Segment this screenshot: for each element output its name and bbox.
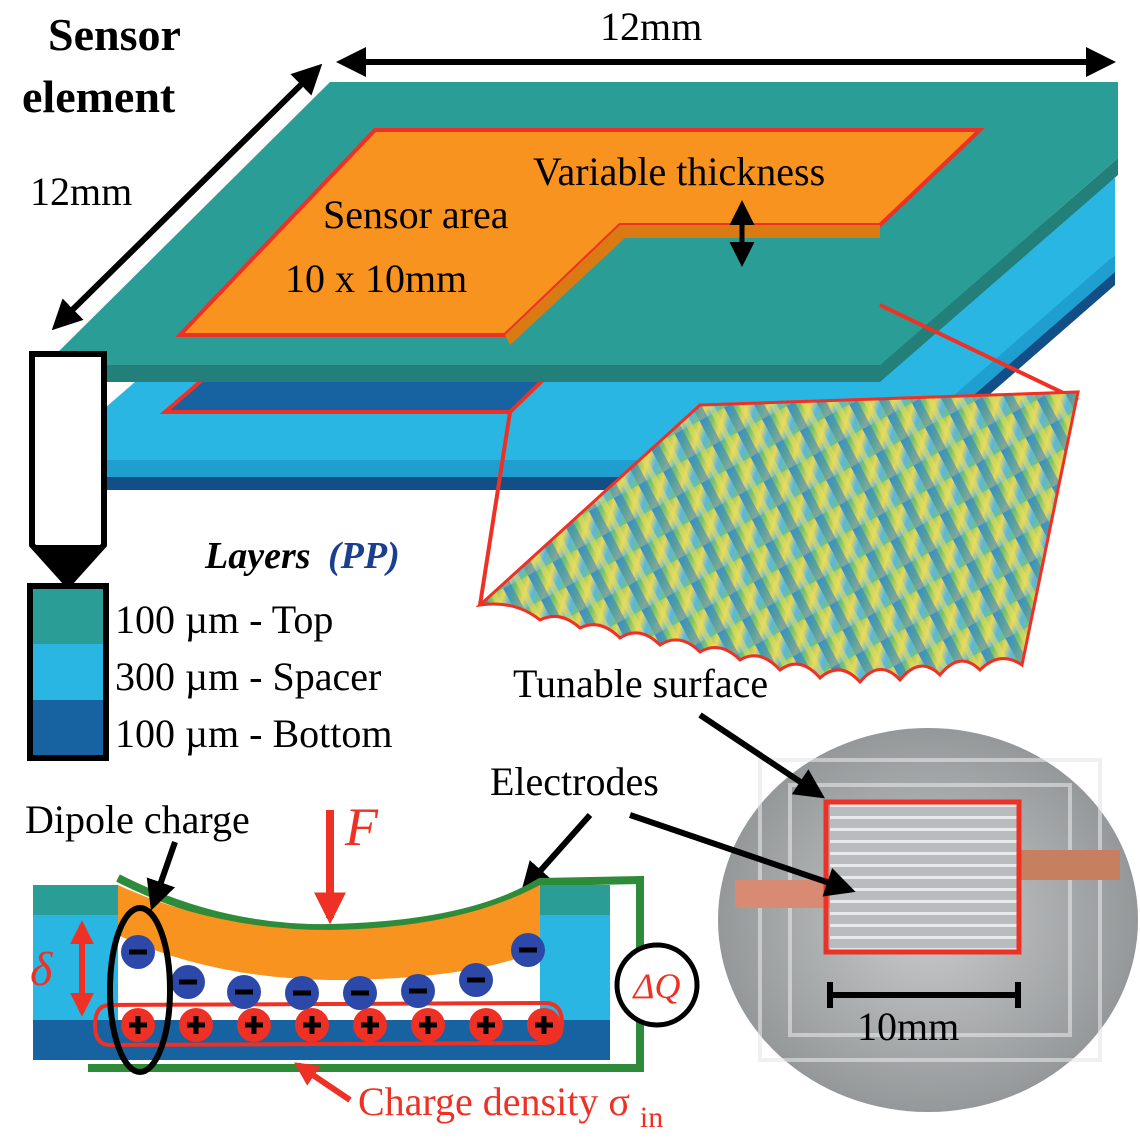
legend-swatch-spacer bbox=[33, 644, 103, 700]
sensor-area-label: Sensor area bbox=[323, 192, 509, 237]
positive-sign bbox=[245, 1016, 263, 1034]
layers-legend: Layers (PP) 100 µm - Top 300 µm - Spacer… bbox=[27, 351, 400, 761]
electrodes-pointer-section bbox=[521, 813, 593, 893]
dipole-pointer bbox=[146, 841, 178, 911]
surface-map bbox=[475, 390, 1080, 685]
title-line2: element bbox=[22, 71, 176, 122]
section-top-layer bbox=[118, 885, 540, 980]
electrodes-pointer-photo bbox=[629, 812, 856, 897]
positive-charges bbox=[121, 1008, 561, 1042]
depth-dimension-arrow bbox=[51, 63, 323, 331]
photo-sensor-surface bbox=[830, 803, 1018, 953]
electrode-wire bbox=[88, 874, 644, 1072]
tunable-surface-label: Tunable surface bbox=[513, 661, 768, 706]
variable-thickness-label: Variable thickness bbox=[533, 149, 825, 194]
dipole-ellipse bbox=[107, 905, 173, 1075]
legend-item-bottom: 100 µm - Bottom bbox=[115, 711, 393, 756]
title-line1: Sensor bbox=[48, 9, 181, 60]
positive-sign bbox=[187, 1016, 205, 1034]
negative-charges bbox=[121, 933, 545, 1010]
charge-density-label: Charge density σ bbox=[358, 1079, 630, 1124]
cross-section: δ F ΔQ Dipole charge Charge density σ in bbox=[25, 797, 700, 1134]
force-label: F bbox=[344, 797, 379, 857]
positive-sign bbox=[129, 1016, 147, 1034]
svg-text:Layers (PP): Layers (PP) bbox=[204, 535, 400, 577]
delta-q-label: ΔQ bbox=[631, 966, 680, 1006]
positive-sign bbox=[419, 1016, 437, 1034]
positive-sign bbox=[535, 1016, 553, 1034]
legend-swatch-top bbox=[33, 589, 103, 644]
electrodes-label: Electrodes bbox=[490, 759, 659, 804]
gap-label: δ bbox=[30, 943, 53, 996]
positive-sign bbox=[303, 1016, 321, 1034]
tunable-surface-pointer bbox=[698, 712, 825, 799]
charge-density-outline bbox=[92, 1000, 565, 1048]
legend-material: (PP) bbox=[328, 535, 400, 577]
tunable-surface-render bbox=[475, 390, 1080, 685]
legend-item-spacer: 300 µm - Spacer bbox=[115, 654, 381, 699]
depth-label: 12mm bbox=[30, 169, 132, 214]
legend-heading: Layers bbox=[204, 535, 311, 577]
charge-density-pointer bbox=[294, 1062, 352, 1103]
photo-electrode-strip-left bbox=[735, 880, 830, 908]
zoom-line-left bbox=[478, 411, 512, 606]
positive-sign bbox=[361, 1016, 379, 1034]
svg-text:Charge density σ in: Charge density σ in bbox=[358, 1079, 663, 1134]
sensor-photo: 10mm bbox=[718, 728, 1138, 1112]
positive-sign bbox=[477, 1016, 495, 1034]
photo-scale-label: 10mm bbox=[857, 1004, 959, 1049]
legend-swatch-bottom bbox=[33, 700, 103, 755]
dipole-charge-label: Dipole charge bbox=[25, 797, 250, 842]
sensor-area-size: 10 x 10mm bbox=[285, 256, 467, 301]
width-label: 12mm bbox=[600, 4, 702, 49]
charge-density-subscript: in bbox=[640, 1101, 663, 1134]
delta-q-meter bbox=[614, 942, 700, 1028]
zoom-line-right bbox=[879, 303, 1079, 402]
legend-item-top: 100 µm - Top bbox=[115, 597, 333, 642]
